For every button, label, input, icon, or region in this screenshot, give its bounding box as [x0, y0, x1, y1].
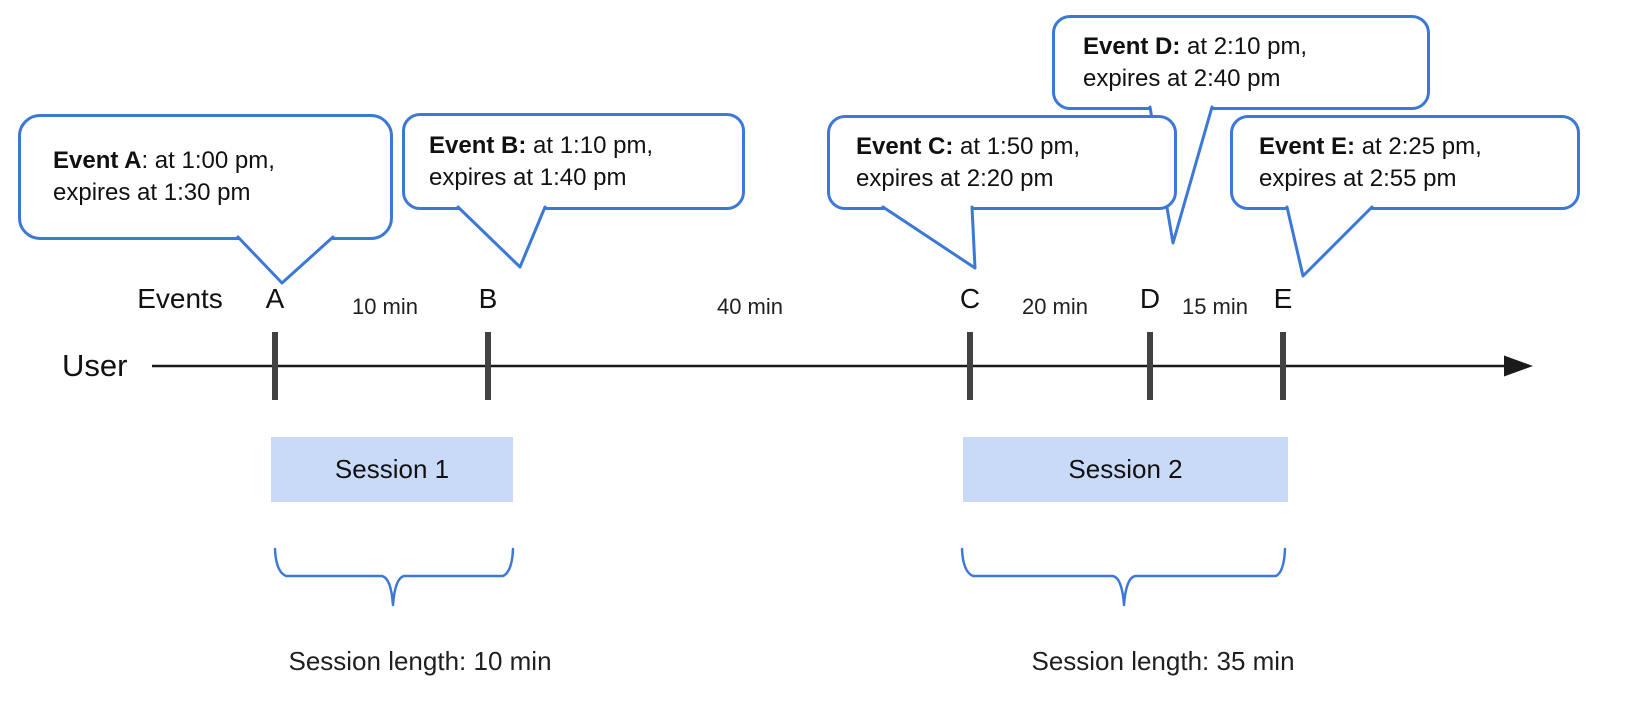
event-d-callout: Event D: at 2:10 pm, expires at 2:40 pm [1052, 15, 1430, 110]
event-c-letter: C [959, 283, 981, 314]
event-a-letter: A [265, 283, 285, 314]
event-d-line1: Event D: at 2:10 pm, [1083, 32, 1308, 60]
session-2-label: Session 2 [1068, 454, 1183, 484]
user-axis-label: User [62, 348, 128, 383]
event-a-line1: Event A: at 1:00 pm, [53, 147, 275, 174]
event-c-callout-tail [881, 205, 977, 270]
event-b-callout-tail [456, 205, 547, 269]
event-a-callout: Event A: at 1:00 pm, expires at 1:30 pm [18, 114, 393, 240]
event-e-callout: Event E: at 2:25 pm, expires at 2:55 pm [1230, 115, 1580, 210]
session-1-box: Session 1 [271, 437, 513, 502]
session-2-brace [960, 547, 1287, 607]
events-axis-label: Events [137, 283, 223, 314]
interval-a-b-label: 10 min [351, 294, 419, 319]
event-c-line2: expires at 2:20 pm [856, 164, 1054, 192]
event-e-callout-tail [1285, 205, 1374, 278]
event-e-line1: Event E: at 2:25 pm, [1259, 132, 1482, 160]
session-1-label: Session 1 [334, 454, 450, 484]
event-b-line1: Event B: at 1:10 pm, [429, 131, 654, 159]
session-2-box: Session 2 [963, 437, 1288, 502]
interval-b-c-label: 40 min [716, 294, 784, 319]
session-2-length-label: Session length: 35 min [1031, 646, 1295, 676]
event-a-callout-tail [236, 235, 335, 285]
event-b-line2: expires at 1:40 pm [429, 163, 627, 191]
event-d-letter: D [1139, 283, 1161, 314]
session-1-brace [273, 547, 515, 607]
event-b-callout: Event B: at 1:10 pm, expires at 1:40 pm [402, 113, 745, 210]
event-c-line1: Event C: at 1:50 pm, [856, 132, 1081, 160]
timeline-arrowhead-icon [1504, 355, 1533, 377]
event-d-line2: expires at 2:40 pm [1083, 64, 1281, 92]
event-b-letter: B [478, 283, 498, 314]
event-e-letter: E [1273, 283, 1293, 314]
interval-d-e-label: 15 min [1181, 294, 1249, 319]
session-1-length-label: Session length: 10 min [288, 646, 552, 676]
event-e-line2: expires at 2:55 pm [1259, 164, 1457, 192]
event-c-callout: Event C: at 1:50 pm, expires at 2:20 pm [827, 115, 1177, 210]
interval-c-d-label: 20 min [1021, 294, 1089, 319]
event-a-line2: expires at 1:30 pm [53, 179, 251, 206]
